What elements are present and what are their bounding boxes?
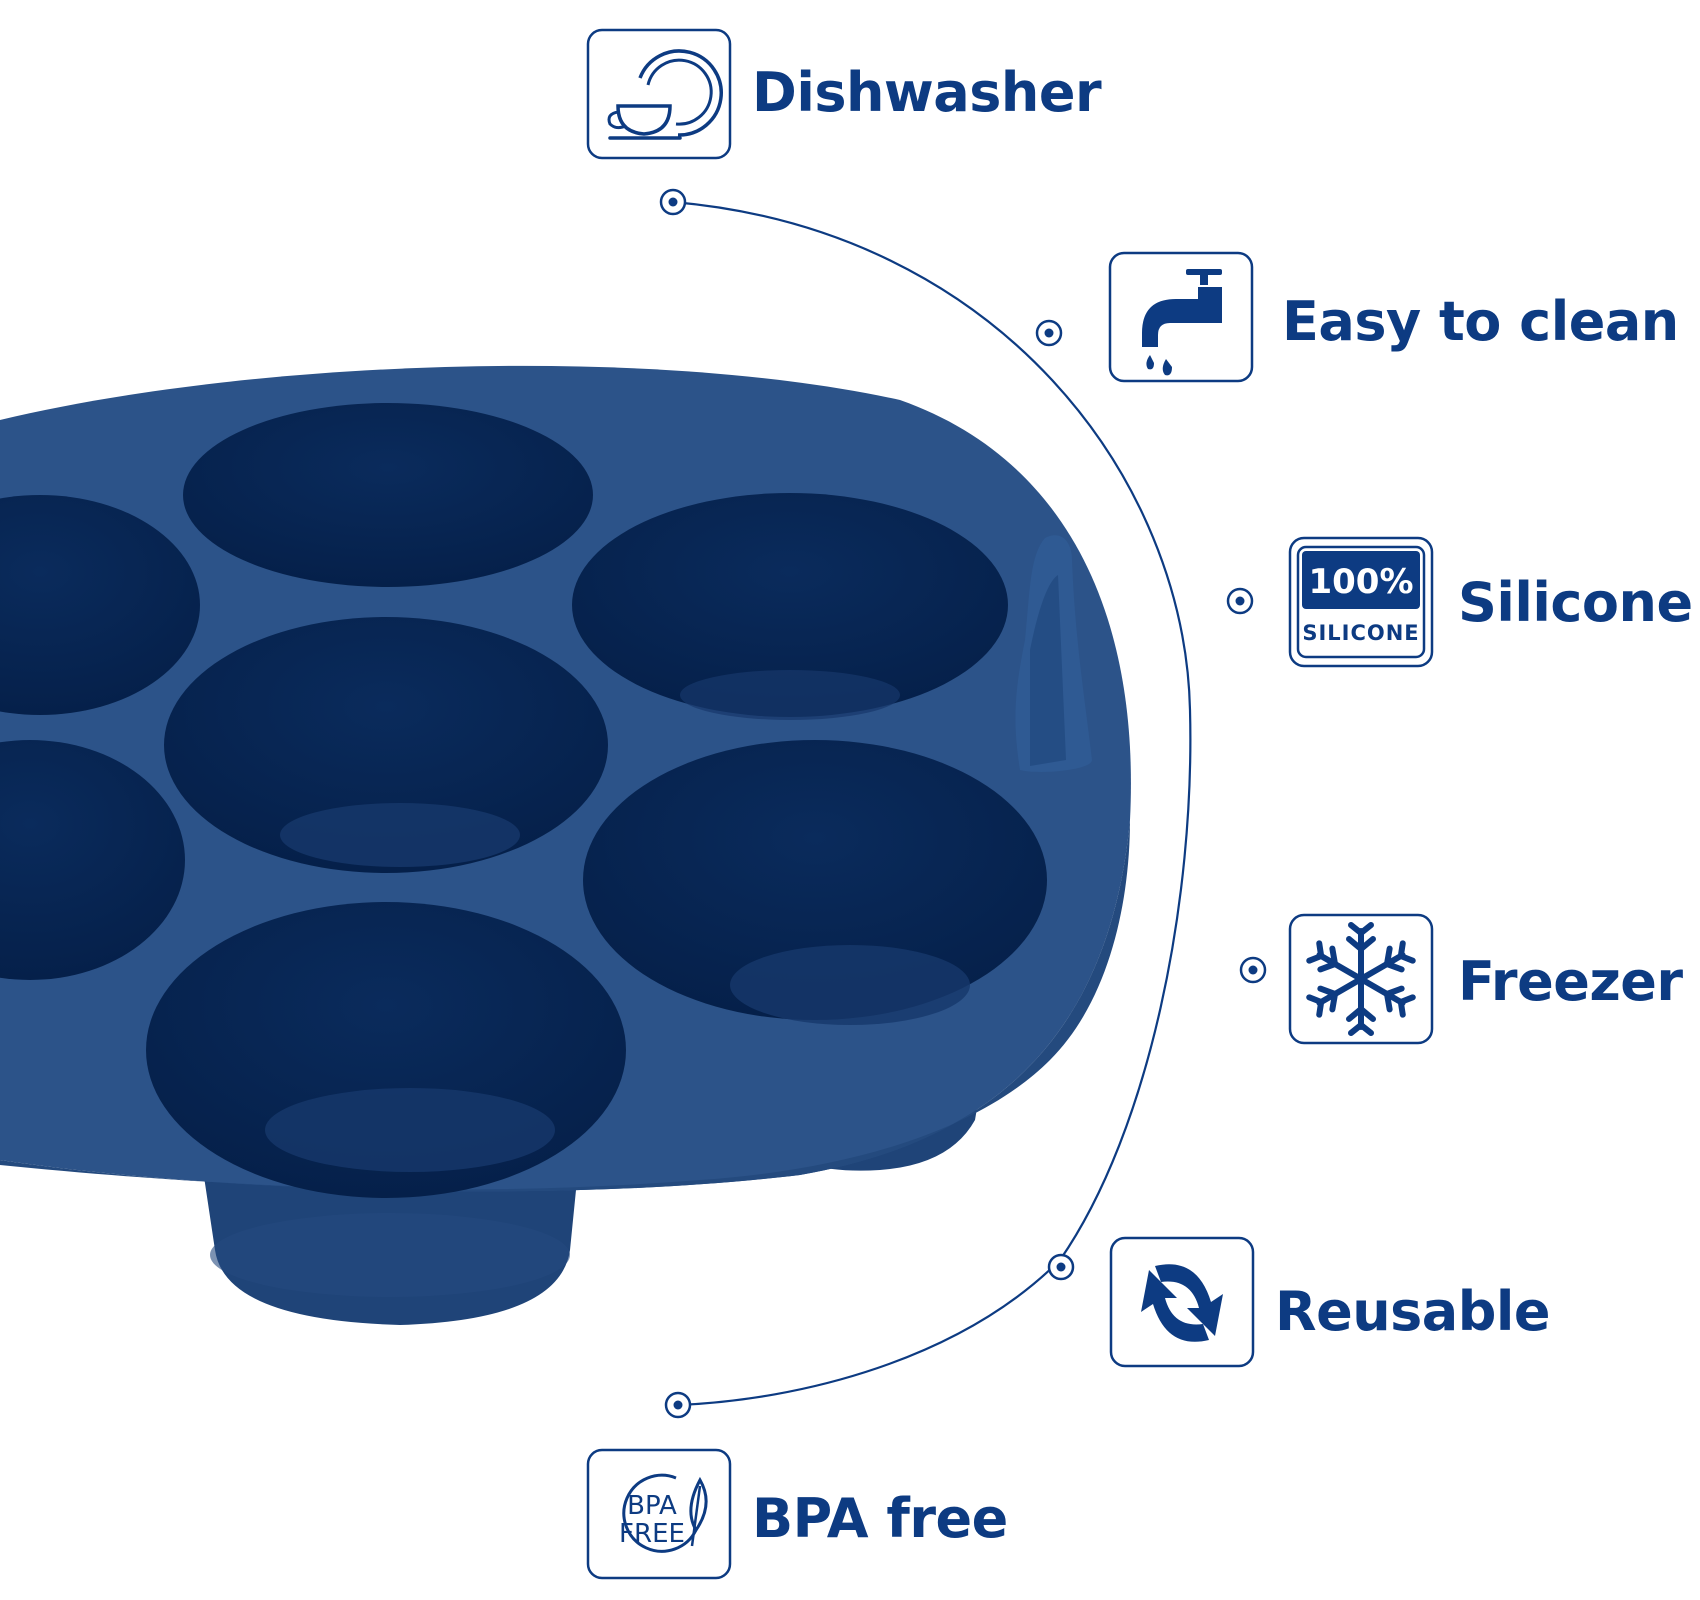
bpa-badge-top: BPA [627,1491,677,1521]
arc-marker [1047,1253,1075,1281]
feature-label-freezer: Freezer [1458,950,1683,1013]
bpa-badge-bottom: FREE [619,1519,685,1549]
arc-marker [1239,956,1267,984]
connector-arc [672,200,1192,1407]
silicone-badge-bottom: SILICONE [1302,621,1419,645]
bpa-free-icon: BPA FREE [586,1448,732,1580]
feature-label-silicone: Silicone [1458,571,1693,634]
feature-label-easy-to-clean: Easy to clean [1282,290,1679,353]
faucet-icon [1108,251,1254,383]
silicone-badge-top: 100% [1308,562,1413,602]
silicone-badge-icon: 100% SILICONE [1288,536,1434,668]
dishes-icon [586,28,732,160]
silicone-tray-image [0,365,1131,1325]
arc-marker [659,188,687,216]
feature-label-bpa-free: BPA free [752,1487,1008,1550]
feature-label-reusable: Reusable [1275,1280,1551,1343]
arc-marker [1035,319,1063,347]
arc-marker [664,1391,692,1419]
snowflake-icon [1288,913,1434,1045]
reuse-arrows-icon [1109,1236,1255,1368]
arc-marker [1226,587,1254,615]
feature-label-dishwasher: Dishwasher [752,61,1102,124]
